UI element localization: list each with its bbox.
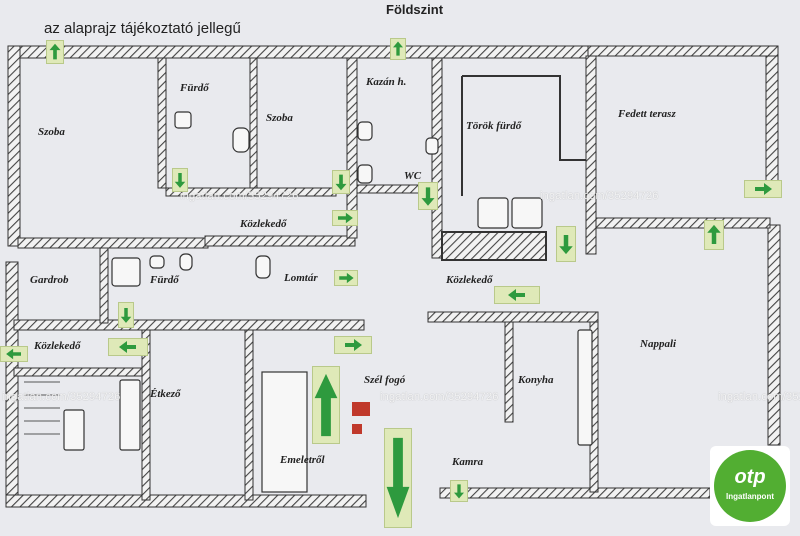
room-label-szoba-mid: Szoba [266,112,293,124]
fire-extinguisher-sign-icon [352,424,362,434]
logo-subtitle: Ingatlanpont [726,492,774,501]
room-label-gardrob: Gardrob [30,274,69,286]
room-label-kozlekedo-mid: Közlekedő [446,274,493,286]
room-label-lomtar: Lomtár [284,272,318,284]
toilet-icon [174,111,192,129]
room-label-etkezo: Étkező [150,388,181,400]
room-label-nappali: Nappali [640,338,677,350]
exit-arrow-left-icon [494,286,540,304]
room-label-wc: WC [404,170,422,182]
exit-arrow-up-icon [704,220,724,250]
watermark: ingatlan.com/35294726 [718,391,800,403]
exit-arrow-down-icon [118,302,134,328]
exit-arrow-right-icon [334,270,358,286]
room-label-kamra: Kamra [452,456,484,468]
room-label-torok-furdo: Török fürdő [466,120,522,132]
fixtures [63,111,593,493]
bathtub-icon [111,257,141,287]
exit-arrow-down-icon [450,480,468,502]
room-label-kazan: Kazán h. [366,76,407,88]
room-label-furdo-top: Fürdő [180,82,209,94]
exit-arrow-down-icon [384,428,412,528]
room-label-kozlekedo-left: Közlekedő [34,340,81,352]
steam-room-outline [441,75,586,261]
exit-arrow-left-icon [108,338,148,356]
exit-arrow-up-icon [312,366,340,444]
exit-arrow-up-icon [46,40,64,64]
exit-arrow-down-icon [556,226,576,262]
logo-brand: otp [734,466,766,488]
room-label-szoba-left: Szoba [38,126,65,138]
room-label-furdo-mid: Fürdő [150,274,179,286]
toilet-icon [232,127,250,153]
exit-arrow-down-icon [172,168,188,192]
exit-arrow-up-icon [390,38,406,60]
watermark: ingatlan.com/35294726 [180,190,299,202]
exit-arrow-right-icon [332,210,358,226]
room-label-szel-fogo: Szél fogó [364,374,406,386]
room-label-fedett-terasz: Fedett terasz [618,108,676,120]
watermark: ingatlan.com/35294726 [380,391,499,403]
fire-extinguisher-sign-icon [352,402,370,416]
disclaimer-note: az alaprajz tájékoztató jellegű [44,20,241,37]
exit-arrow-left-icon [0,346,28,362]
exit-arrow-down-icon [418,182,438,210]
room-label-konyha: Konyha [518,374,554,386]
watermark: ingatlan.com/35294726 [540,190,659,202]
room-label-kozlekedo-top: Közlekedő [240,218,287,230]
otp-ingatlanpont-logo: otp Ingatlanpont [710,446,790,526]
page-title: Földszint [386,2,444,17]
logo-circle [714,450,786,522]
exit-arrow-right-icon [334,336,372,354]
exit-arrow-down-icon [332,170,350,194]
room-label-emeletrol: Emeletről [280,454,325,466]
walls [5,45,781,508]
stair-lines [24,381,60,435]
exit-arrow-right-icon [744,180,782,198]
watermark: ingatlan.com/35294726 [2,391,121,403]
